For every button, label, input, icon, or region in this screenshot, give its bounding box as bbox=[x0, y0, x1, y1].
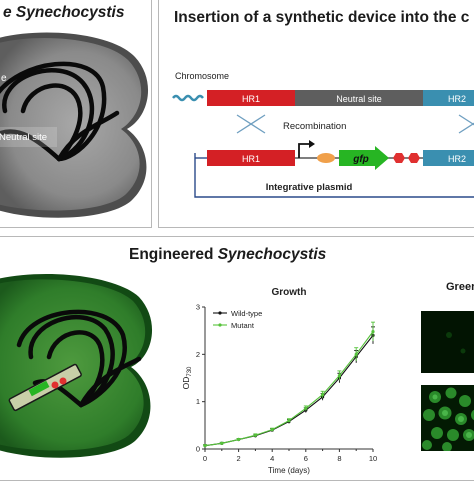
cell-label-neutral-site: Neutral site bbox=[0, 132, 47, 143]
panel-insertion: Insertion of a synthetic device into the… bbox=[158, 0, 474, 228]
series-point-1 bbox=[237, 437, 241, 442]
recombination-cross-left bbox=[236, 114, 266, 134]
chromosome-hr2-label: HR2 bbox=[448, 94, 466, 104]
chart-x-tick-label: 2 bbox=[237, 454, 241, 463]
series-point-1 bbox=[337, 374, 341, 378]
chart-x-label: Time (days) bbox=[268, 466, 310, 475]
plasmid-hr1-label: HR1 bbox=[242, 154, 260, 164]
chart-x-tick-label: 4 bbox=[270, 454, 274, 463]
series-point-1 bbox=[354, 352, 358, 356]
panel-c-title-prefix: Engineered bbox=[129, 246, 218, 263]
chart-y-tick-label: 0 bbox=[196, 445, 200, 454]
series-point-1 bbox=[253, 433, 257, 437]
engineered-chromosome-loops bbox=[16, 309, 142, 408]
fluorescence-title: Greer bbox=[446, 281, 474, 293]
panel-engineered: Engineered Synechocystis Growth 0 2 4 6 8 1 bbox=[0, 236, 474, 481]
wildtype-chromosome-loops bbox=[0, 61, 120, 162]
fluorescence-mutant-image bbox=[421, 385, 474, 451]
chart-title: Growth bbox=[272, 287, 307, 298]
chart-x-tick-label: 8 bbox=[337, 454, 341, 463]
chart-y-tick-label: 1 bbox=[196, 397, 200, 406]
terminator-icon-2 bbox=[408, 153, 420, 163]
chromosome-hr1-label: HR1 bbox=[242, 94, 260, 104]
cell-label-top: e bbox=[1, 73, 7, 84]
panel-c-title-species: Synechocystis bbox=[217, 246, 327, 263]
chart-y-tick-label: 2 bbox=[196, 350, 200, 359]
plasmid-hr2 bbox=[423, 150, 474, 166]
wildtype-cell-illustration: e Neutral site bbox=[0, 32, 149, 218]
insertion-diagram: Chromosome HR1 Neutral site HR2 Recombin… bbox=[172, 71, 474, 198]
neutral-site-marker bbox=[0, 127, 57, 147]
chromosome-neutral-site-label: Neutral site bbox=[336, 94, 382, 104]
panel-b-title: Insertion of a synthetic device into the… bbox=[174, 9, 470, 26]
chromosome-dna-wave bbox=[172, 94, 204, 102]
recombination-cross-right bbox=[458, 114, 474, 134]
panel-c-title: Engineered Synechocystis bbox=[129, 246, 326, 264]
chromosome-label: Chromosome bbox=[175, 71, 229, 81]
integrated-terminator-2 bbox=[59, 377, 67, 385]
series-point-1 bbox=[270, 427, 274, 432]
panel-wildtype-cell: e Synechocystis e Neutral site bbox=[0, 0, 152, 228]
series-point-1 bbox=[371, 330, 375, 334]
legend-marker-1 bbox=[218, 323, 222, 327]
gfp-gene-label: gfp bbox=[352, 154, 369, 165]
legend-label-0: Wild-type bbox=[231, 309, 262, 318]
series-point-1 bbox=[304, 406, 308, 410]
fluorescence-wildtype-image bbox=[421, 311, 474, 373]
chart-y-tick-label: 3 bbox=[196, 303, 200, 312]
chart-x-tick-label: 0 bbox=[203, 454, 207, 463]
chromosome-hr2 bbox=[423, 90, 474, 106]
series-point-1 bbox=[220, 441, 224, 445]
chromosome-hr1 bbox=[207, 90, 295, 106]
plasmid-backbone bbox=[194, 153, 474, 198]
legend-label-1: Mutant bbox=[231, 321, 255, 330]
series-line-1 bbox=[204, 331, 374, 447]
series-point-1 bbox=[321, 392, 325, 397]
recombination-label: Recombination bbox=[283, 121, 346, 132]
promoter-arrow-icon bbox=[298, 140, 315, 158]
engineered-cell-illustration bbox=[0, 273, 153, 458]
chart-y-label: OD730 bbox=[181, 366, 193, 389]
plasmid-label: Integrative plasmid bbox=[266, 182, 353, 193]
plasmid-hr1 bbox=[207, 150, 295, 166]
legend-marker-0 bbox=[218, 311, 222, 315]
chromosome-neutral-site bbox=[295, 90, 423, 106]
integrated-device-cassette bbox=[8, 363, 82, 412]
chart-x-tick-label: 10 bbox=[369, 454, 377, 463]
gfp-gene-arrow bbox=[339, 146, 389, 170]
series-line-0 bbox=[204, 335, 374, 447]
panel-a-title: e Synechocystis bbox=[3, 4, 124, 22]
plasmid-hr2-label: HR2 bbox=[448, 154, 466, 164]
panel-a-title-species: e Synechocystis bbox=[3, 4, 125, 21]
series-point-1 bbox=[203, 444, 207, 448]
integrated-terminator-1 bbox=[51, 381, 59, 389]
rbs-icon bbox=[317, 153, 335, 163]
chart-x-tick-label: 6 bbox=[304, 454, 308, 463]
terminator-icon-1 bbox=[393, 153, 405, 163]
wildtype-cell-body bbox=[0, 37, 142, 211]
series-point-1 bbox=[287, 419, 291, 423]
